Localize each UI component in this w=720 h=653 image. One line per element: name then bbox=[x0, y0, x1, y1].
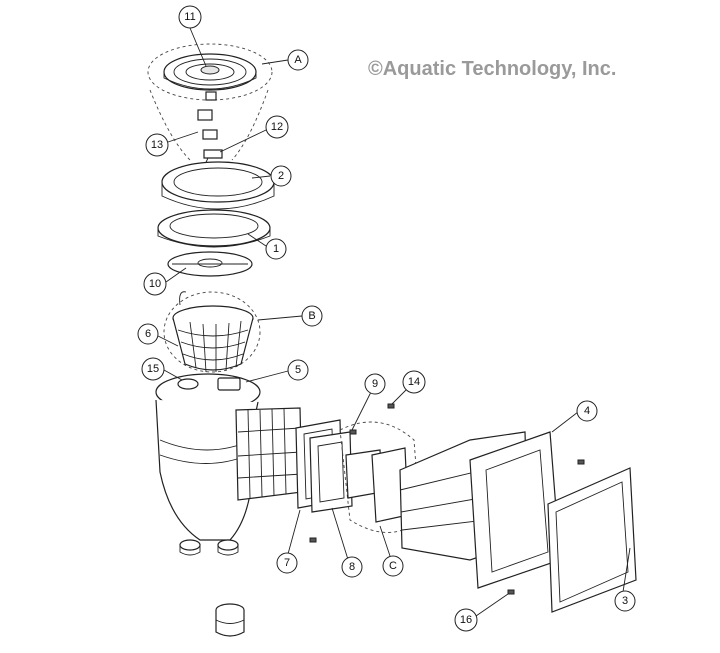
screw bbox=[507, 589, 515, 595]
screw bbox=[387, 403, 395, 409]
callout-label: B bbox=[308, 310, 315, 322]
callout-12: 12 bbox=[265, 115, 289, 139]
callout-label: 8 bbox=[349, 561, 355, 573]
pipe-adapter bbox=[215, 603, 245, 637]
mounting-frame bbox=[469, 431, 561, 589]
callout-13: 13 bbox=[145, 133, 169, 157]
callout-6: 6 bbox=[137, 323, 159, 345]
callout-A: A bbox=[287, 49, 309, 71]
callout-label: 2 bbox=[278, 170, 284, 182]
basket-assembly bbox=[163, 291, 261, 373]
callout-label: 16 bbox=[460, 614, 472, 626]
callout-16: 16 bbox=[454, 608, 478, 632]
lid-clip-parts bbox=[197, 109, 223, 176]
face-frame bbox=[547, 467, 637, 613]
skimmer-body bbox=[155, 373, 261, 556]
gasket bbox=[167, 251, 253, 277]
callout-label: 7 bbox=[284, 557, 290, 569]
callout-2: 2 bbox=[270, 165, 292, 187]
callout-label: 6 bbox=[145, 328, 151, 340]
skimmer-throat bbox=[235, 407, 303, 501]
callout-label: 4 bbox=[584, 405, 590, 417]
callout-7: 7 bbox=[276, 552, 298, 574]
callout-14: 14 bbox=[402, 370, 426, 394]
copyright-notice: ©Aquatic Technology, Inc. bbox=[368, 58, 617, 80]
callout-4: 4 bbox=[576, 400, 598, 422]
callout-label: A bbox=[294, 54, 302, 66]
callout-label: 15 bbox=[147, 363, 159, 375]
callout-5: 5 bbox=[287, 359, 309, 381]
screw bbox=[349, 429, 357, 435]
callout-11: 11 bbox=[178, 5, 202, 29]
callout-label: 13 bbox=[151, 139, 163, 151]
faceplate bbox=[309, 431, 353, 513]
callout-label: 12 bbox=[271, 121, 283, 133]
callout-label: 3 bbox=[622, 595, 628, 607]
callout-label: 14 bbox=[408, 376, 420, 388]
callout-9: 9 bbox=[364, 373, 386, 395]
callout-label: 5 bbox=[295, 364, 301, 376]
callout-15: 15 bbox=[141, 357, 165, 381]
collar-ring bbox=[161, 161, 275, 210]
callout-10: 10 bbox=[143, 272, 167, 296]
adapter-ring bbox=[157, 209, 271, 248]
screw bbox=[309, 537, 317, 543]
lid-assembly bbox=[147, 43, 273, 161]
callout-1: 1 bbox=[265, 238, 287, 260]
callout-label: C bbox=[389, 560, 397, 572]
callout-label: 1 bbox=[273, 243, 279, 255]
screw bbox=[577, 459, 585, 465]
callout-label: 9 bbox=[372, 378, 378, 390]
leader-lines bbox=[157, 27, 631, 617]
callout-8: 8 bbox=[341, 556, 363, 578]
callout-label: 10 bbox=[149, 278, 161, 290]
callout-C: C bbox=[382, 555, 404, 577]
callout-3: 3 bbox=[614, 590, 636, 612]
callout-B: B bbox=[301, 305, 323, 327]
callout-label: 11 bbox=[184, 11, 195, 23]
